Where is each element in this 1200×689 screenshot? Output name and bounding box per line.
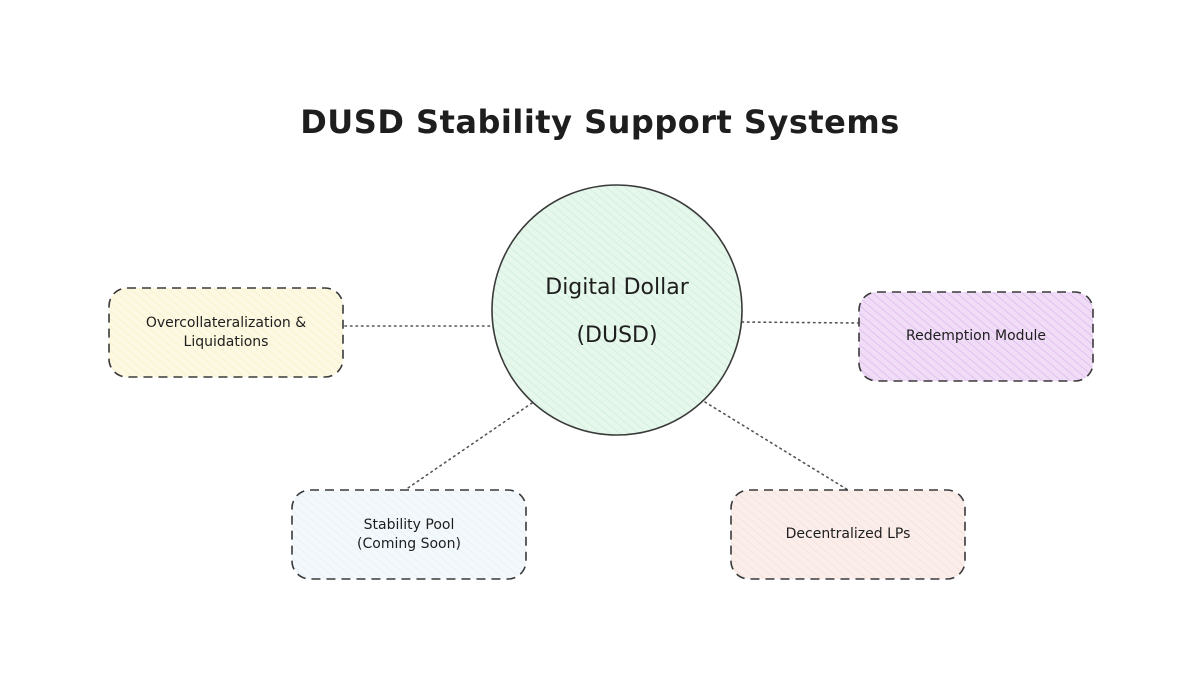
- connector-stability-pool: [404, 402, 533, 491]
- node-label-line1: Decentralized LPs: [785, 526, 911, 543]
- center-label-line2: (DUSD): [576, 323, 658, 349]
- node-label-line2: Liquidations: [183, 333, 269, 350]
- node-overcollateralization[interactable]: [108, 287, 344, 378]
- node-decentralized-lps-label: Decentralized LPs: [731, 490, 965, 579]
- connector-decentralized-lps: [704, 401, 849, 491]
- node-decentralized-lps[interactable]: [730, 489, 966, 580]
- node-redemption[interactable]: [858, 291, 1094, 382]
- node-label-line1: Overcollateralization &: [145, 314, 307, 331]
- diagram-title: DUSD Stability Support Systems: [300, 103, 900, 141]
- center-node-label: Digital Dollar (DUSD): [517, 240, 717, 370]
- node-stability-pool-label: Stability Pool (Coming Soon): [292, 490, 526, 579]
- node-redemption-label: Redemption Module: [859, 292, 1093, 381]
- node-label-line1: Stability Pool: [363, 516, 455, 533]
- node-label-line2: (Coming Soon): [357, 535, 461, 552]
- node-overcollateralization-label: Overcollateralization & Liquidations: [109, 288, 343, 377]
- node-label-line1: Redemption Module: [906, 328, 1046, 345]
- center-node-dusd[interactable]: [491, 184, 743, 436]
- node-stability-pool[interactable]: [291, 489, 527, 580]
- connector-redemption: [741, 321, 859, 324]
- center-label-line1: Digital Dollar: [545, 274, 689, 300]
